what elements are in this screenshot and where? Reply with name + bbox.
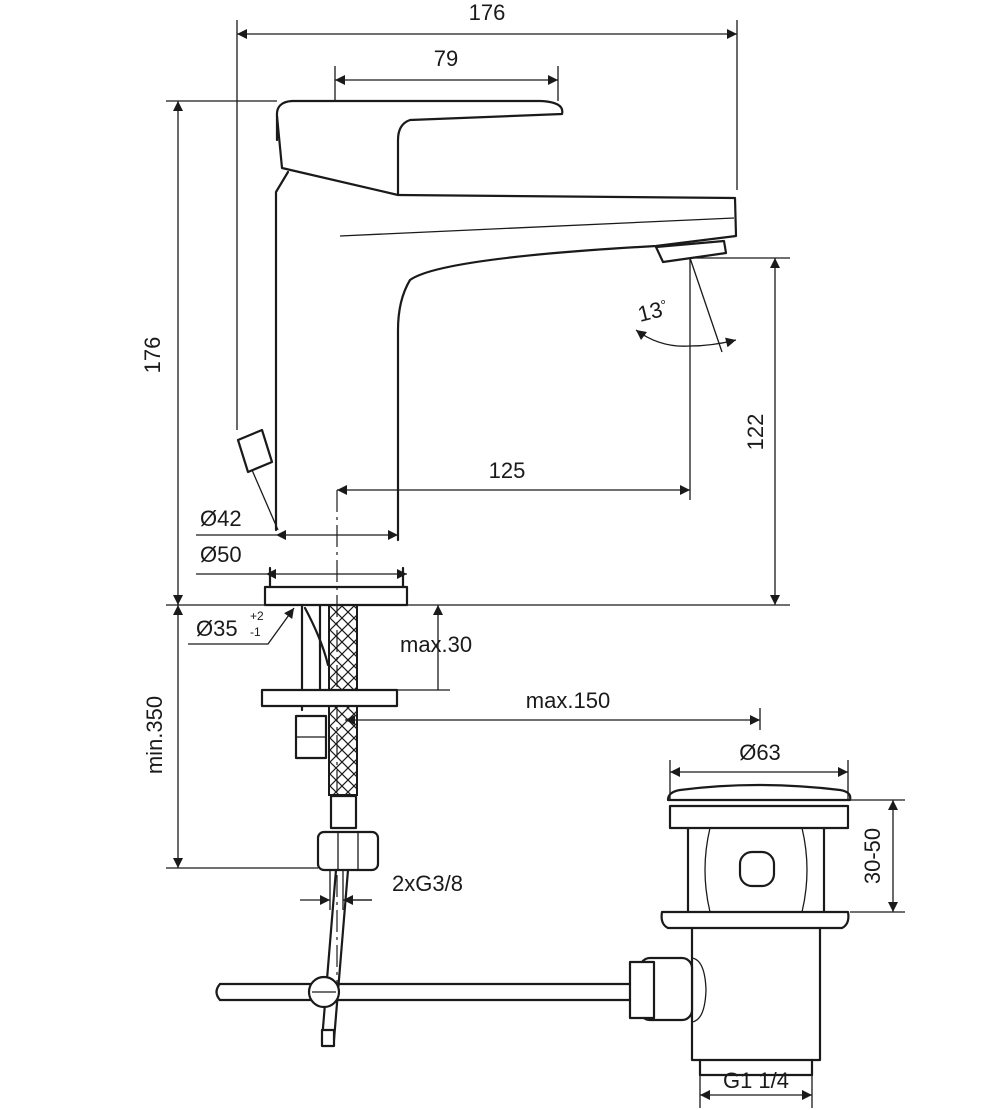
faucet-base xyxy=(263,585,409,607)
waste-slot xyxy=(738,850,776,888)
dim-waste-diameter: Ø63 xyxy=(739,740,781,765)
pivot-nut xyxy=(628,960,656,1020)
under-deck-assembly xyxy=(260,603,399,1048)
fixing-plate xyxy=(260,688,399,708)
dim-overall-width: 176 xyxy=(469,0,506,25)
aerator xyxy=(654,239,728,264)
dim-lever-length: 79 xyxy=(434,46,458,71)
dim-hole-tol-minus: -1 xyxy=(250,625,261,639)
lever-handle xyxy=(275,99,564,197)
dimension-labels: 176 79 176 122 125 13° Ø42 Ø50 Ø35 +2 -1… xyxy=(140,0,885,1093)
dim-connection-thread: 2xG3/8 xyxy=(392,871,463,896)
dim-spout-height: 122 xyxy=(743,414,768,451)
dim-spout-angle-value: 13 xyxy=(635,297,665,327)
dim-overall-height: 176 xyxy=(140,337,165,374)
dim-max-deck-thickness: max.30 xyxy=(400,632,472,657)
dim-spout-angle: 13° xyxy=(635,295,670,327)
dim-waste-thread: G1 1/4 xyxy=(723,1068,789,1093)
dim-spout-angle-unit: ° xyxy=(659,296,668,313)
dim-hole-diameter: Ø35 xyxy=(196,616,238,641)
dim-waste-height: 30-50 xyxy=(860,828,885,884)
dim-max-rod-distance: max.150 xyxy=(526,688,610,713)
pop-up-knob xyxy=(236,428,274,474)
dim-body-diameter: Ø42 xyxy=(200,506,242,531)
body-outline xyxy=(274,170,738,542)
dim-hole-tol-plus: +2 xyxy=(250,609,264,623)
dim-base-diameter: Ø50 xyxy=(200,542,242,567)
faucet-body xyxy=(236,99,738,607)
dim-min-hose-length: min.350 xyxy=(142,696,167,774)
pop-up-waste xyxy=(215,783,852,1077)
waste-plug xyxy=(666,783,852,802)
dimension-lines xyxy=(166,20,905,1108)
connection-nut xyxy=(316,830,380,872)
dim-spout-reach: 125 xyxy=(489,458,526,483)
